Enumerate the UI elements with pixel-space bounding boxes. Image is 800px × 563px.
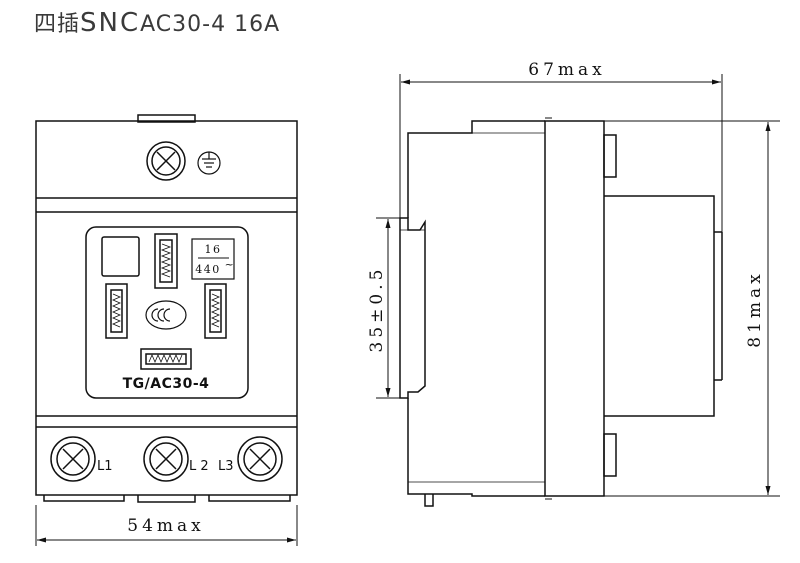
din-rail-clip: [399, 217, 426, 399]
blank-window: [101, 236, 140, 277]
height-dimension-label: 81max: [745, 270, 765, 347]
slot-top: [154, 233, 178, 289]
front-protrusion-top: [603, 134, 617, 178]
terminal-screw-l2: [143, 436, 189, 482]
front-body-outline: [35, 120, 298, 496]
rating-current: 16: [205, 243, 222, 256]
front-protrusion-bottom: [603, 433, 617, 477]
depth-dimension-label: 67max: [528, 60, 605, 80]
product-title: 四插SNCAC30-4 16A: [34, 6, 280, 38]
ccc-mark-icon: [145, 300, 187, 330]
height-dimension: [604, 120, 780, 497]
width-dimension-label: 54max: [127, 516, 204, 536]
slot-bottom: [140, 348, 192, 370]
rating-voltage: 440: [195, 263, 221, 276]
side-body-back: [407, 120, 545, 218]
rail-dimension: [376, 217, 400, 399]
rating-box: [191, 238, 235, 280]
slot-right: [204, 283, 227, 339]
title-brand: SNC: [80, 8, 141, 38]
front-face: [604, 195, 715, 417]
socket-face: [85, 226, 249, 399]
terminal-label-l1: L1: [97, 459, 113, 474]
terminal-label-l3: L3: [218, 459, 234, 474]
slot-left: [105, 283, 128, 339]
terminal-label-l2: L 2: [189, 459, 209, 474]
latch: [424, 494, 434, 507]
title-prefix: 四插: [34, 12, 81, 37]
top-clip: [137, 114, 196, 123]
depth-dimension: [399, 74, 723, 232]
front-view: [35, 114, 298, 503]
side-body-front: [544, 120, 605, 497]
width-dimension: [35, 505, 298, 546]
rail-dimension-label: 35±0.5: [367, 266, 387, 353]
ground-symbol-icon: [197, 151, 221, 175]
terminal-screw-l1: [50, 436, 96, 482]
model-label: TG/AC30-4: [123, 376, 210, 392]
rating-ac-mark: ~: [225, 258, 236, 271]
earth-terminal-screw: [146, 141, 186, 181]
side-view: [399, 117, 723, 507]
title-model: AC30-4 16A: [140, 12, 281, 37]
terminal-screw-l3: [237, 436, 283, 482]
